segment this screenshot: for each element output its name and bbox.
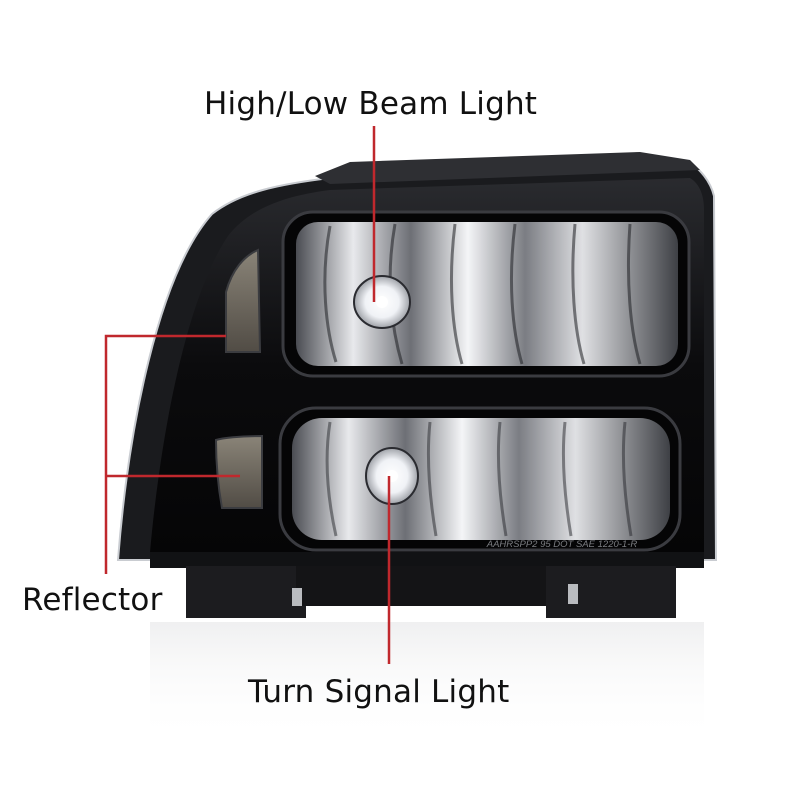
high-low-beam-label: High/Low Beam Light (204, 86, 538, 122)
leader-lines (104, 126, 391, 664)
reflector-label: Reflector (22, 582, 163, 618)
leader-reflector-upper (104, 334, 226, 574)
turn-signal-label: Turn Signal Light (248, 674, 510, 710)
mount-right (546, 566, 676, 618)
upper-reflector (225, 248, 262, 353)
mount-left (186, 566, 306, 618)
lower-reflector (214, 434, 263, 509)
